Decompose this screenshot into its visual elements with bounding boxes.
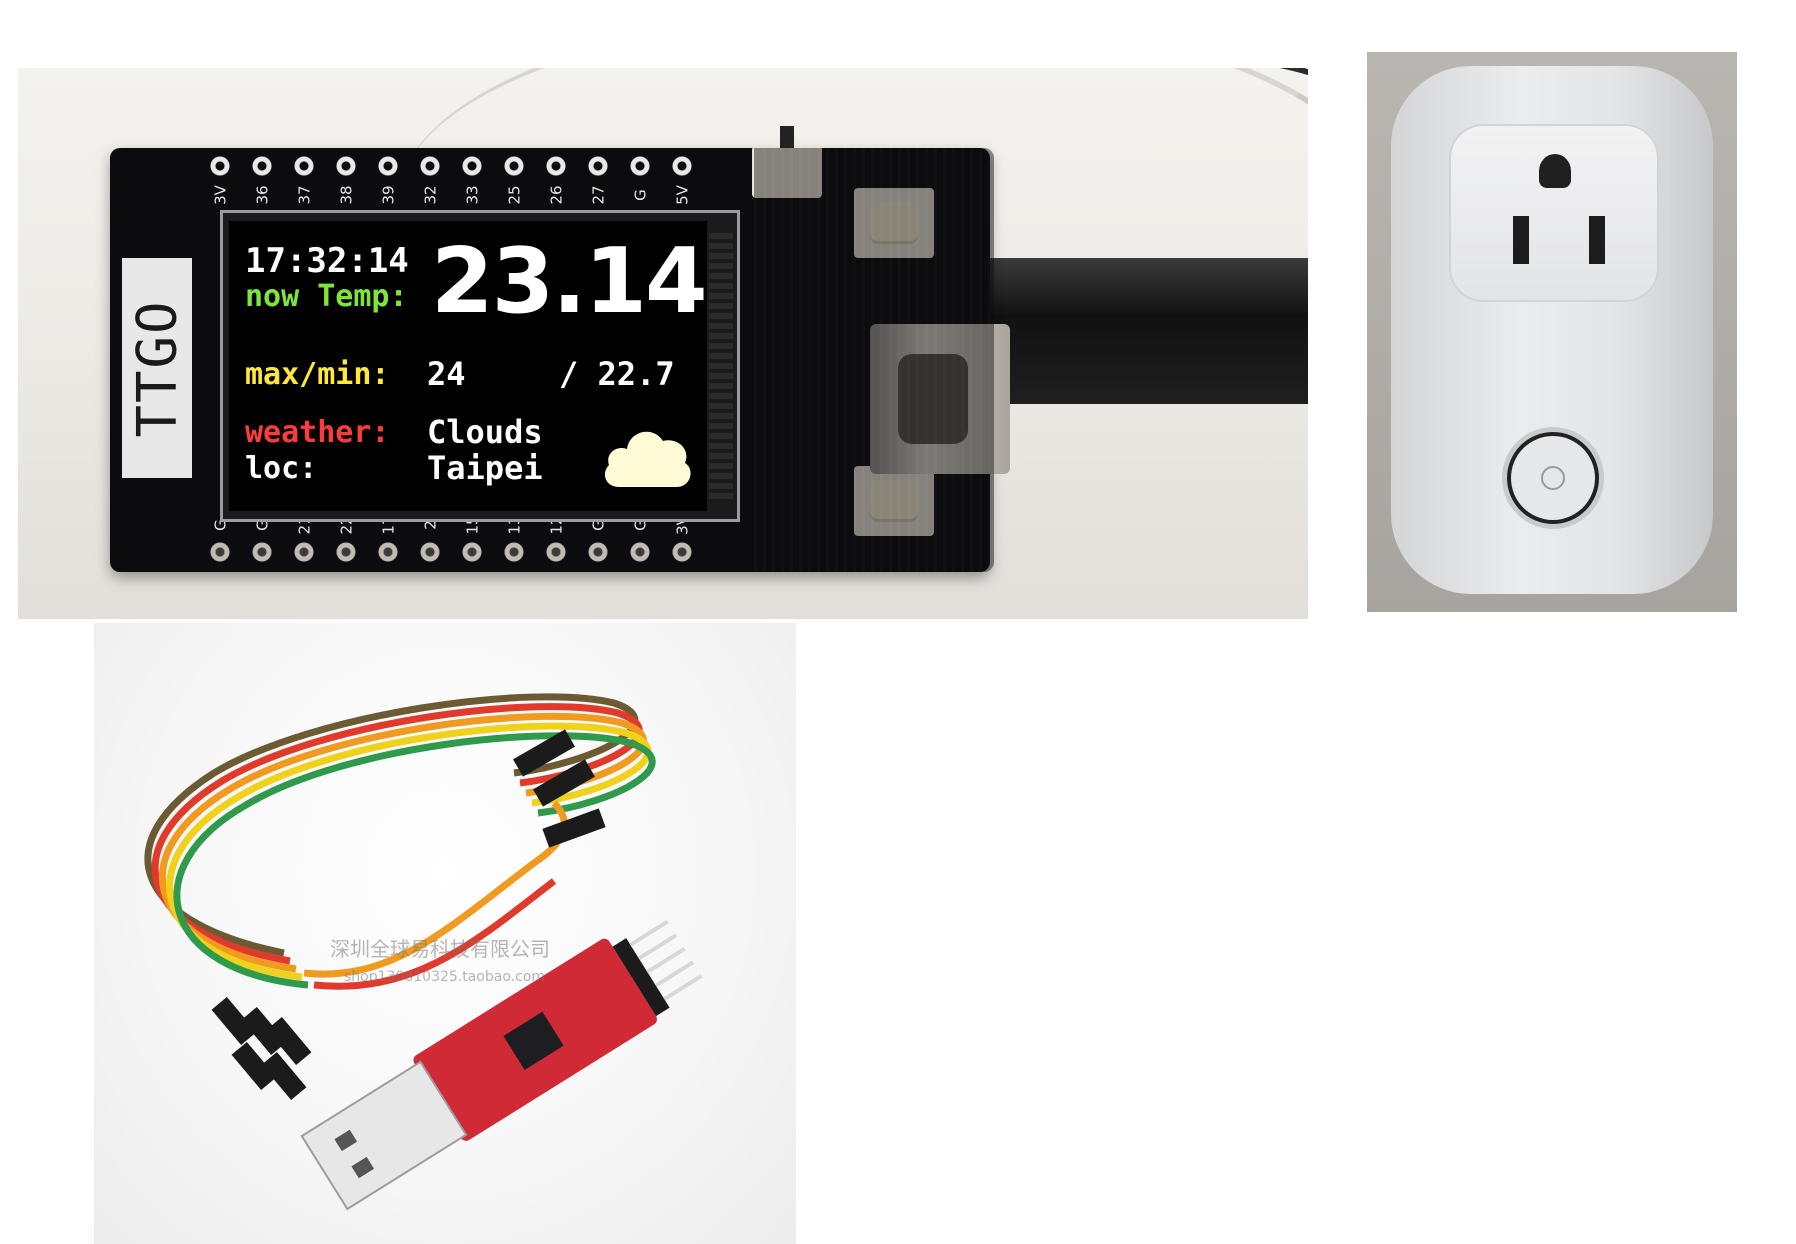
lcd-screen: 17:32:14 now Temp: 23.14 max/min: 24 / 2…	[229, 221, 708, 511]
pin-pad	[252, 542, 272, 562]
pin-label: 27	[589, 185, 608, 205]
watermark-company: 深圳全球易科技有限公司	[330, 937, 550, 961]
dupont-connectors	[211, 729, 606, 1101]
pin-pad	[462, 542, 482, 562]
pin-pad	[336, 542, 356, 562]
weather-value: Clouds	[427, 413, 543, 451]
smart-plug-body	[1391, 66, 1713, 594]
ttgo-logo-text: TTGO	[125, 298, 189, 438]
pin-label: 33	[463, 185, 482, 205]
pin-pad	[672, 542, 692, 562]
location-value: Taipei	[427, 449, 543, 487]
usb-c-port	[870, 324, 1010, 474]
dupont-connector	[266, 1016, 312, 1066]
ground-hole	[1539, 154, 1571, 188]
usb-plug-hole	[334, 1129, 358, 1152]
pin-pad	[378, 156, 398, 176]
clock-time: 17:32:14	[245, 241, 409, 281]
watermark-shop-url: shop130810325.taobao.com	[344, 969, 546, 985]
jumper-wire	[313, 878, 557, 990]
usb-plug-hole	[351, 1156, 375, 1179]
pin-pad	[210, 156, 230, 176]
dupont-connector	[241, 1006, 287, 1056]
pin-pad	[630, 542, 650, 562]
cloud-icon	[604, 431, 691, 487]
smart-plug-photo	[1367, 52, 1737, 612]
max-min-label: max/min:	[245, 357, 390, 392]
outlet-socket	[1449, 124, 1659, 302]
lcd-ribbon-connector	[709, 233, 733, 503]
power-button	[1511, 436, 1595, 520]
jumper-wire	[173, 732, 656, 989]
now-temp-label: now Temp:	[245, 279, 408, 314]
pin-label: 25	[505, 185, 524, 205]
pin-pad	[546, 542, 566, 562]
pin-pad	[504, 542, 524, 562]
jumper-wire	[159, 712, 647, 973]
top-tactile-button	[854, 188, 934, 258]
pin-label: G	[631, 189, 650, 201]
pin-pad	[672, 156, 692, 176]
usb-ttl-illustration	[144, 693, 703, 1211]
usb-ttl-adapter-photo: 深圳全球易科技有限公司 shop130810325.taobao.com	[94, 623, 796, 1244]
pin-pad	[378, 542, 398, 562]
location-label: loc:	[245, 451, 318, 486]
lcd-display: 17:32:14 now Temp: 23.14 max/min: 24 / 2…	[220, 210, 740, 522]
pin-pad	[588, 542, 608, 562]
pin-pad	[630, 156, 650, 176]
min-temp-value: / 22.7	[559, 355, 675, 393]
ttgo-logo: TTGO	[122, 258, 192, 478]
pin-label: 36	[253, 185, 272, 205]
jumper-wire-ribbon	[144, 693, 656, 990]
temperature-value: 23.14	[431, 229, 708, 334]
pin-pad	[294, 542, 314, 562]
pin-pad	[252, 156, 272, 176]
pin-label: 26	[547, 185, 566, 205]
max-temp-value: 24	[427, 355, 466, 393]
usb-a-plug	[300, 1060, 468, 1211]
dupont-connector	[261, 1051, 307, 1101]
neutral-slot	[1513, 216, 1529, 264]
dupont-connector	[231, 1041, 277, 1091]
pin-pad	[420, 542, 440, 562]
usb-ttl-board	[300, 919, 703, 1211]
dupont-connector	[542, 808, 606, 848]
weather-label: weather:	[245, 415, 390, 450]
dupont-connector	[533, 759, 595, 807]
chip	[503, 1011, 564, 1070]
pin-pad	[210, 542, 230, 562]
hot-slot	[1589, 216, 1605, 264]
pin-pad	[294, 156, 314, 176]
pin-pad	[462, 156, 482, 176]
pin-label: 3V	[211, 185, 230, 205]
pin-header	[612, 938, 670, 1017]
dupont-connector	[211, 996, 257, 1046]
pin-pad	[504, 156, 524, 176]
top-pin-labels: 3V 36 37 38 39 32 33 25 26 27 G 5V	[206, 185, 697, 205]
header-pins	[629, 919, 703, 1001]
pin-label: 37	[295, 185, 314, 205]
jumper-wire	[166, 722, 652, 981]
pin-pad	[336, 156, 356, 176]
pin-pad	[420, 156, 440, 176]
pin-label: 38	[337, 185, 356, 205]
pin-pad	[546, 156, 566, 176]
pin-pad	[588, 156, 608, 176]
bottom-tactile-button	[854, 466, 934, 536]
pin-label: 5V	[673, 185, 692, 205]
ttgo-pcb: 3V 36 37 38 39 32 33 25 26 27 G 5V	[110, 126, 1010, 572]
pin-label: 32	[421, 185, 440, 205]
top-pin-header	[210, 156, 692, 176]
dupont-connector	[513, 729, 575, 777]
power-icon	[1541, 466, 1565, 490]
pin-label: 39	[379, 185, 398, 205]
ttgo-board-photo: 3V 36 37 38 39 32 33 25 26 27 G 5V	[18, 68, 1308, 619]
bottom-pin-header	[210, 542, 692, 562]
slide-switch	[752, 126, 822, 198]
